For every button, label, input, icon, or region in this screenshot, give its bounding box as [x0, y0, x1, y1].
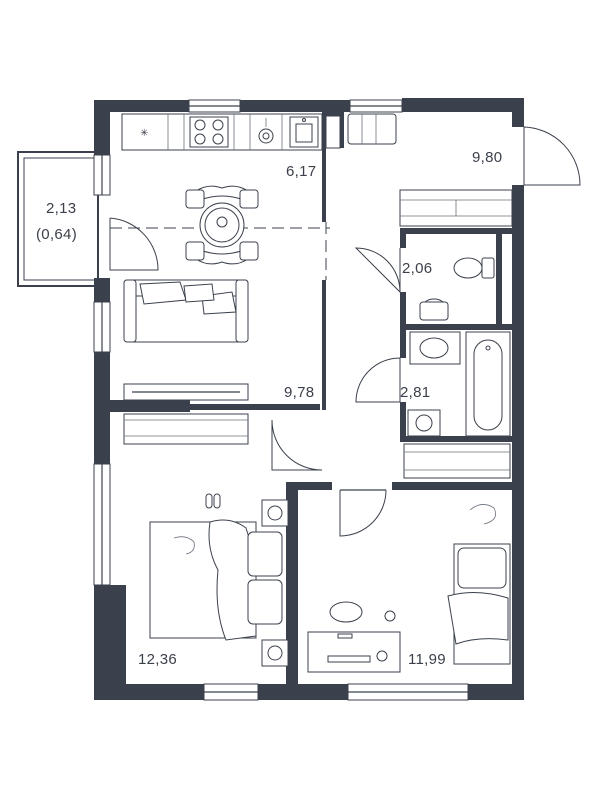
windows — [93, 99, 469, 701]
nightstand-left-top — [261, 499, 289, 527]
kitchen-area-label: 6,17 — [286, 163, 316, 180]
bed-right — [447, 504, 511, 665]
doors — [109, 126, 581, 537]
bedroom-left-area-label: 12,36 — [138, 651, 177, 668]
living-area-label: 9,78 — [284, 384, 314, 401]
stove-icon — [189, 116, 229, 148]
hallway-shelf — [347, 113, 397, 145]
desk — [307, 601, 401, 673]
fridge-icon — [325, 115, 341, 149]
toilet-icon — [453, 257, 495, 279]
sink-icon — [289, 116, 319, 148]
bathroom-area-label: 2,81 — [400, 384, 430, 401]
dishwasher-icon — [258, 118, 274, 144]
tv-stand — [123, 383, 249, 401]
bathroom-sink-icon — [409, 331, 461, 365]
toilet-sink-icon — [419, 298, 449, 321]
bedroom-left-wardrobe — [123, 413, 249, 445]
bedroom-right-wardrobe — [403, 443, 511, 479]
dining-table — [185, 185, 259, 265]
bathtub — [465, 331, 511, 437]
balcony-reduced-area-label: (0,64) — [36, 226, 77, 243]
balcony-area-label: 2,13 — [46, 200, 76, 217]
bed-left — [149, 493, 283, 641]
hallway-area-label: 9,80 — [472, 149, 502, 166]
hallway-wardrobe — [399, 189, 513, 227]
washing-machine-icon — [407, 409, 441, 437]
interior-walls — [110, 112, 516, 684]
balcony — [17, 151, 99, 287]
sofa — [123, 279, 249, 343]
svg-text:✳: ✳ — [140, 128, 148, 139]
bedroom-right-area-label: 11,99 — [408, 651, 446, 668]
exterior-walls — [94, 98, 524, 700]
nightstand-left-bottom — [261, 639, 289, 667]
toilet-area-label: 2,06 — [402, 260, 432, 277]
